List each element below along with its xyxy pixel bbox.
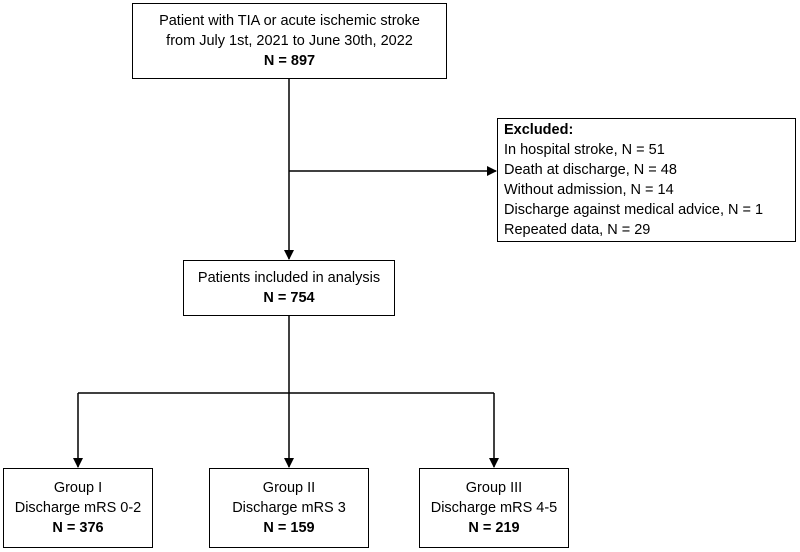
screened-line-2: from July 1st, 2021 to June 30th, 2022 xyxy=(166,33,413,49)
excluded-item: In hospital stroke, N = 51 xyxy=(504,142,665,158)
excluded-item: Repeated data, N = 29 xyxy=(504,222,651,238)
excluded-item: Discharge against medical advice, N = 1 xyxy=(504,202,764,218)
group-name: Group II xyxy=(262,480,316,496)
included-count: N = 754 xyxy=(263,290,315,306)
group-criteria: Discharge mRS 4-5 xyxy=(430,500,558,516)
included-patients-box: Patients included in analysis N = 754 xyxy=(183,260,395,316)
group-name: Group I xyxy=(53,480,103,496)
included-label: Patients included in analysis xyxy=(197,270,381,286)
excluded-title: Excluded: xyxy=(504,122,574,138)
screened-count: N = 897 xyxy=(263,53,316,69)
screened-line-1: Patient with TIA or acute ischemic strok… xyxy=(159,13,420,29)
group-count: N = 159 xyxy=(263,520,315,536)
group-count: N = 219 xyxy=(468,520,520,536)
group-count: N = 376 xyxy=(52,520,104,536)
excluded-item: Without admission, N = 14 xyxy=(504,182,674,198)
excluded-box: Excluded: In hospital stroke, N = 51 Dea… xyxy=(497,118,796,242)
group-criteria: Discharge mRS 0-2 xyxy=(14,500,142,516)
group-2-box: Group II Discharge mRS 3 N = 159 xyxy=(209,468,369,548)
group-name: Group III xyxy=(465,480,523,496)
excluded-item: Death at discharge, N = 48 xyxy=(504,162,677,178)
group-criteria: Discharge mRS 3 xyxy=(232,500,346,516)
group-1-box: Group I Discharge mRS 0-2 N = 376 xyxy=(3,468,153,548)
screened-patients-box: Patient with TIA or acute ischemic strok… xyxy=(132,3,447,79)
group-3-box: Group III Discharge mRS 4-5 N = 219 xyxy=(419,468,569,548)
